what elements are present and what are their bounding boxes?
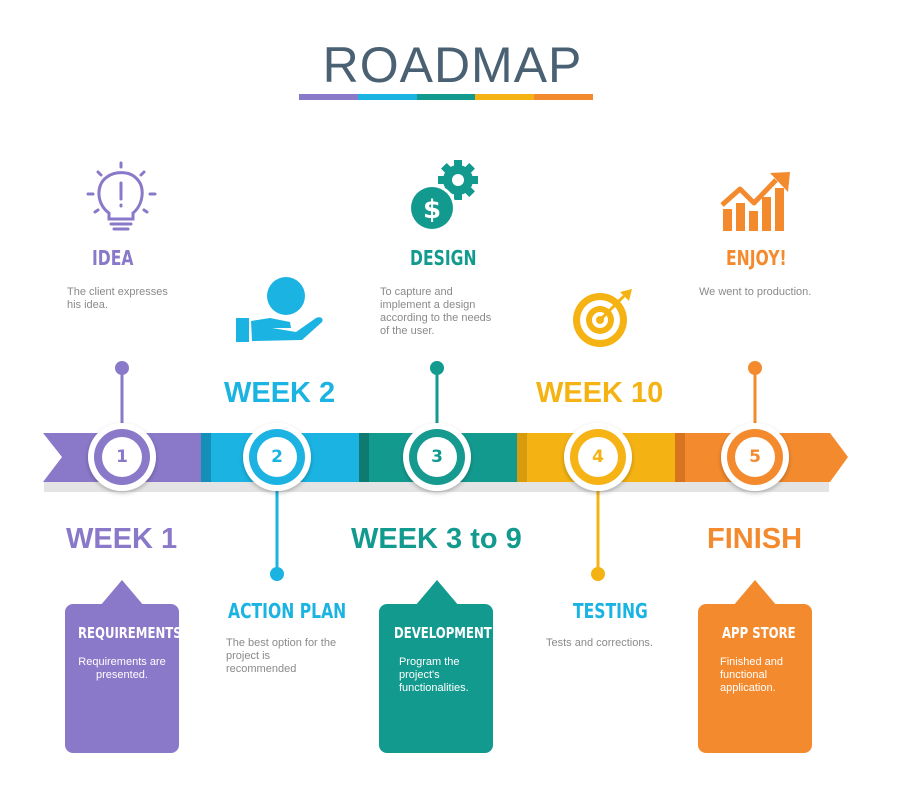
- node-1: [88, 423, 156, 491]
- week-label-4: WEEK 10: [536, 377, 664, 409]
- pin-dot-2: [270, 567, 284, 581]
- card-requirements: REQUIREMENTS Requirements are presented.: [65, 604, 182, 753]
- week-label-5: FINISH: [707, 523, 803, 555]
- node-3: [403, 423, 471, 491]
- card-development: DEVELOPMENT Program the project's functi…: [379, 604, 493, 753]
- stage-description-enjoy: We went to production.: [699, 286, 812, 298]
- stage-description-design: To capture and implement a design accord…: [380, 286, 492, 337]
- lightbulb-icon: [86, 161, 157, 231]
- card-text-app-store: Finished and functional application.: [720, 656, 783, 694]
- page-title: ROADMAP: [322, 37, 583, 93]
- week-label-3: WEEK 3 to 9: [351, 523, 522, 555]
- week-label-1: WEEK 1: [66, 523, 178, 555]
- stage-description-action-plan: The best option for the project is recom…: [226, 637, 337, 675]
- card-text-development: Program the project's functionalities.: [399, 656, 469, 694]
- card-text-requirements: Requirements are presented.: [78, 656, 166, 681]
- pin-dot-1: [115, 361, 129, 375]
- node-number-4: 4: [592, 447, 604, 467]
- card-tab-3: [415, 580, 459, 606]
- node-2: [243, 423, 311, 491]
- title-underline: [299, 94, 593, 100]
- node-4: [564, 423, 632, 491]
- svg-text:$: $: [423, 195, 441, 225]
- card-tab-5: [733, 580, 777, 606]
- stage-description-testing: Tests and corrections.: [546, 637, 653, 649]
- stage-title-design: DESIGN: [410, 246, 477, 270]
- growth-chart-icon: [720, 172, 790, 231]
- hand-icon: [236, 277, 323, 342]
- card-app-store: APP STORE Finished and functional applic…: [698, 604, 812, 753]
- node-number-1: 1: [116, 447, 128, 467]
- card-title-development: DEVELOPMENT: [394, 624, 492, 642]
- stage-title-action-plan: ACTION PLAN: [228, 599, 347, 623]
- card-tab-1: [100, 580, 144, 606]
- node-number-3: 3: [431, 447, 443, 467]
- stage-title-enjoy: ENJOY!: [726, 246, 787, 270]
- card-title-app-store: APP STORE: [722, 624, 796, 642]
- pin-dot-4: [591, 567, 605, 581]
- pin-dot-5: [748, 361, 762, 375]
- stage-title-testing: TESTING: [573, 599, 648, 623]
- node-5: [721, 423, 789, 491]
- node-number-5: 5: [749, 447, 761, 467]
- dollar-gear-icon: $: [408, 160, 478, 232]
- stage-description-idea: The client expresses his idea.: [67, 286, 168, 311]
- target-icon: [573, 289, 632, 347]
- node-number-2: 2: [271, 447, 283, 467]
- week-label-2: WEEK 2: [224, 377, 336, 409]
- stage-title-idea: IDEA: [92, 246, 134, 270]
- card-title-requirements: REQUIREMENTS: [78, 624, 182, 642]
- pin-dot-3: [430, 361, 444, 375]
